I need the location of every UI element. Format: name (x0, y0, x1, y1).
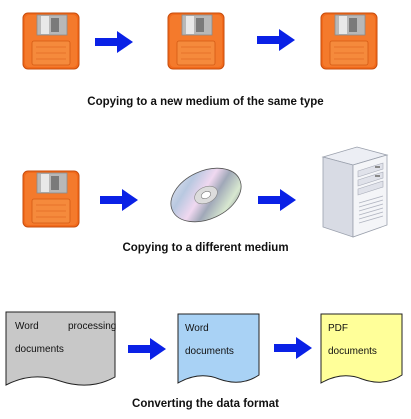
document-word-processing-icon (5, 311, 116, 386)
document-word-icon (177, 313, 260, 384)
floppy-disk-icon (22, 12, 80, 70)
server-tower-icon (321, 146, 389, 238)
arrow-right-icon (100, 189, 138, 211)
doc1-line1-right: processing (68, 321, 117, 332)
floppy-disk-icon (167, 12, 225, 70)
doc1-line2: documents (15, 344, 64, 355)
caption-data-format: Converting the data format (132, 398, 279, 410)
arrow-right-icon (258, 189, 296, 211)
floppy-disk-icon (320, 12, 378, 70)
doc3-line1: PDF (328, 323, 348, 334)
arrow-right-icon (95, 31, 133, 53)
doc1-line1-left: Word (15, 321, 39, 332)
doc3-line2: documents (328, 346, 377, 357)
doc2-line1: Word (185, 323, 209, 334)
cd-disc-icon (170, 167, 242, 223)
arrow-right-icon (128, 338, 166, 360)
document-pdf-icon (320, 313, 403, 384)
caption-different-medium: Copying to a different medium (122, 242, 289, 254)
caption-same-type: Copying to a new medium of the same type (87, 96, 324, 108)
doc2-line2: documents (185, 346, 234, 357)
arrow-right-icon (257, 29, 295, 51)
arrow-right-icon (274, 337, 312, 359)
floppy-disk-icon (22, 170, 80, 228)
